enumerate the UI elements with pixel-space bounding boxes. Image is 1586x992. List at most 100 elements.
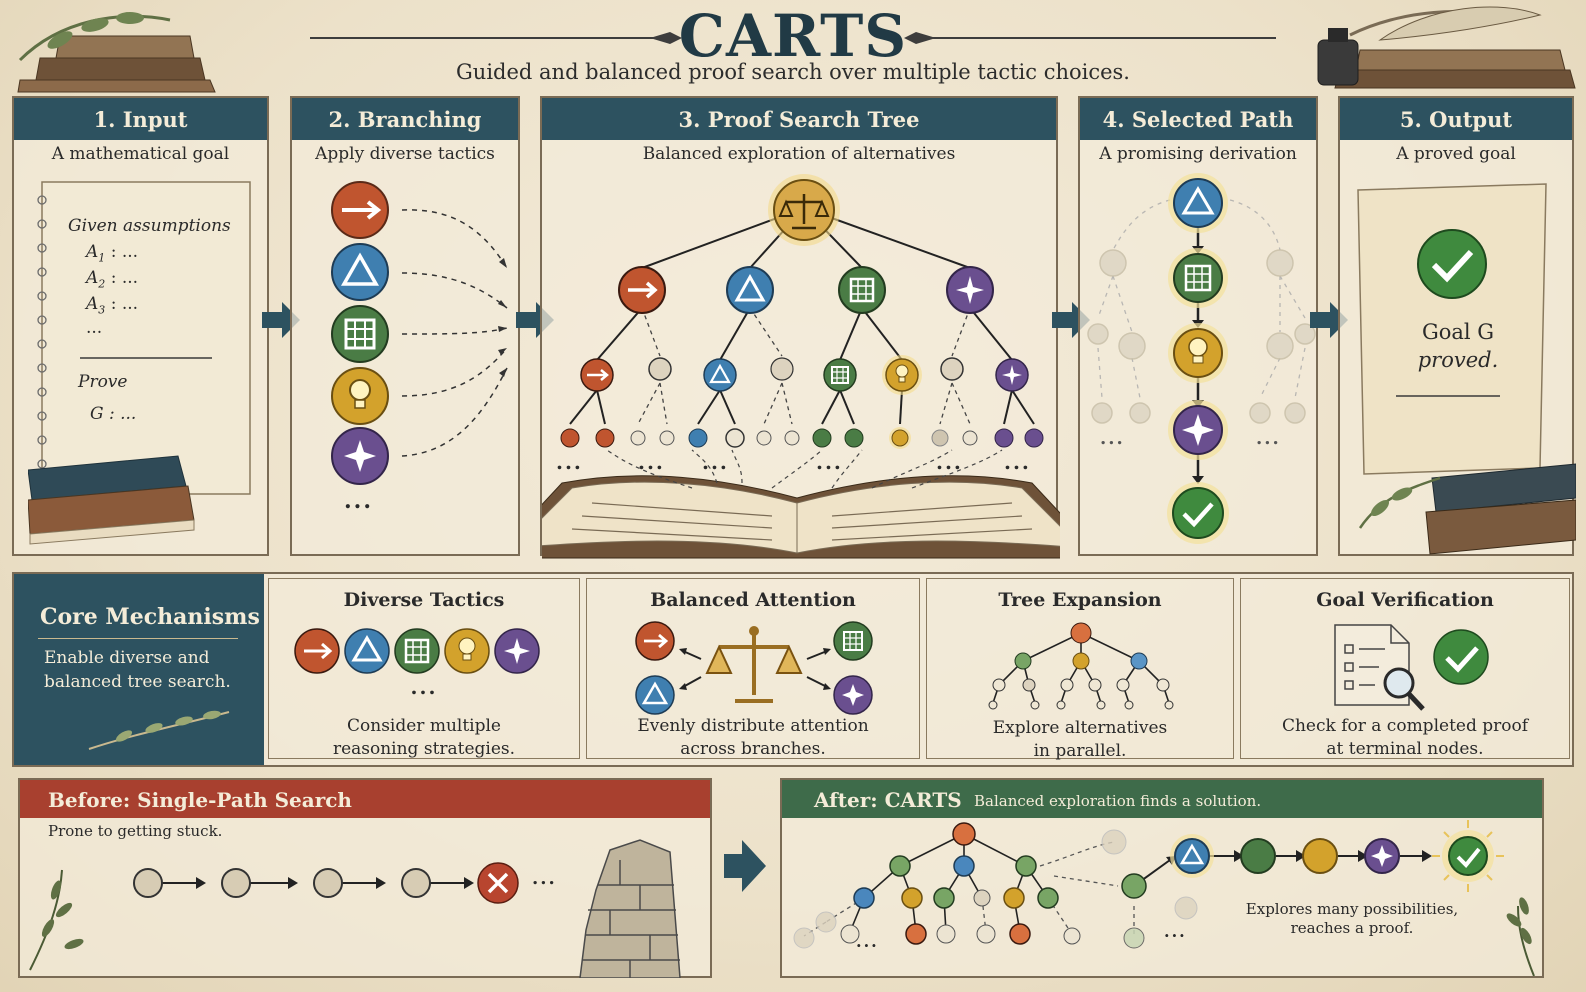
before-ellipsis: ... <box>532 868 557 889</box>
assumption-more: ... <box>86 318 103 338</box>
given-assumptions-label: Given assumptions <box>68 216 231 236</box>
tactic-star-icon <box>833 675 873 715</box>
laurel-decoration <box>29 869 84 971</box>
path-node-triangle <box>1168 173 1228 233</box>
tree-node-arrow <box>618 266 666 314</box>
path-ellipsis-left: ... <box>1100 428 1125 449</box>
open-book-illustration <box>542 475 1060 559</box>
path-state-node <box>313 868 343 898</box>
broken-wall-icon <box>579 839 681 978</box>
prove-label: Prove <box>78 372 128 392</box>
mechanism-tree-expansion: Tree Expansion <box>926 578 1234 761</box>
mechanism-title: Goal Verification <box>1316 589 1494 611</box>
tree-node-l2-arrow <box>580 358 614 392</box>
goal-proved-line1: Goal G <box>1421 320 1495 344</box>
path-state-node <box>221 868 251 898</box>
magnifier-icon <box>1383 667 1425 711</box>
mechanism-title: Tree Expansion <box>998 589 1162 611</box>
tree-ellipsis: ... <box>1004 450 1031 474</box>
tree-node-star <box>946 266 994 314</box>
tactic-star-icon <box>331 427 389 485</box>
mechanism-desc-line2: at terminal nodes. <box>1326 739 1484 759</box>
solution-node-star <box>1364 838 1400 874</box>
assumption-a3-body: : ... <box>110 294 139 314</box>
tactic-grid-icon <box>833 621 873 661</box>
assumption-a3-symbol: A <box>86 294 99 314</box>
stage-input-header: 1. Input <box>14 98 267 140</box>
tactic-arrow-icon <box>331 181 389 239</box>
tactic-star-icon <box>494 628 540 674</box>
mechanism-desc-line2: in parallel. <box>1033 741 1127 761</box>
before-panel: Before: Single-Path Search Prone to gett… <box>18 778 712 978</box>
tree-node-l2-empty <box>770 357 794 381</box>
tree-node-l2-empty <box>940 357 964 381</box>
laurel-branch-icon <box>88 710 230 750</box>
tactic-bulb-icon <box>444 628 490 674</box>
before-header-bar: Before: Single-Path Search <box>20 780 710 818</box>
goal-verification-illustration <box>1334 624 1489 711</box>
inkwell-decoration-right <box>1317 6 1576 89</box>
diverse-tactics-ellipsis: ... <box>410 675 438 699</box>
stage-input-panel: 1. Input A mathematical goal Given assum… <box>12 96 269 556</box>
assumption-a1-subscript: 1 <box>98 251 106 265</box>
goal-proved-line2: proved. <box>1417 348 1499 372</box>
mechanism-desc-line2: reasoning strategies. <box>332 739 516 759</box>
tactic-grid-icon <box>331 305 389 363</box>
diagram-title: CARTS <box>678 2 908 70</box>
tree-leaf-row <box>560 427 1044 449</box>
path-ellipsis-right: ... <box>1256 428 1281 449</box>
mechanism-desc-line2: across branches. <box>680 739 826 759</box>
stage-tree-desc: Balanced exploration of alternatives <box>642 144 956 164</box>
verified-check-icon <box>1433 629 1489 685</box>
assumption-a1-symbol: A <box>86 242 99 262</box>
selected-path-illustration <box>1087 173 1316 544</box>
solution-node-triangle <box>1170 834 1214 878</box>
after-tagline: Balanced exploration finds a solution. <box>974 792 1262 810</box>
tactic-arrow-icon <box>635 621 675 661</box>
stage-branching-header: 2. Branching <box>292 98 518 140</box>
laurel-decoration <box>1506 897 1535 976</box>
books-decoration-left <box>17 12 216 93</box>
core-mechanisms-title: Core Mechanisms <box>40 604 260 630</box>
tree-ellipsis: ... <box>702 450 729 474</box>
stage-input-desc: A mathematical goal <box>51 144 230 164</box>
path-node-check <box>1167 482 1229 544</box>
before-title: Before: Single-Path Search <box>48 788 352 812</box>
stage-output-desc: A proved goal <box>1396 144 1516 164</box>
stage-selected-path-desc: A promising derivation <box>1099 144 1297 164</box>
after-header-bar: After: CARTS Balanced exploration finds … <box>782 780 1542 818</box>
assumption-a2-subscript: 2 <box>98 277 106 291</box>
branching-illustration <box>331 181 508 485</box>
mechanism-goal-verification: Goal Verification <box>1240 578 1570 759</box>
tactic-triangle-icon <box>331 243 389 301</box>
failure-x-icon <box>477 862 519 904</box>
more-tactics-ellipsis: ... <box>344 488 373 514</box>
path-state-node <box>401 868 431 898</box>
assumption-a2-symbol: A <box>86 268 99 288</box>
stage-branching-desc: Apply diverse tactics <box>315 144 495 164</box>
solution-node-green <box>1240 838 1276 874</box>
tree-ellipsis: ... <box>556 450 583 474</box>
title-rules <box>310 32 1276 44</box>
before-after-arrow <box>724 840 766 892</box>
tactic-arrow-icon <box>294 628 340 674</box>
carts-search-illustration <box>793 820 1535 976</box>
after-panel: After: CARTS Balanced exploration finds … <box>780 778 1544 978</box>
assumption-a1-body: : ... <box>110 242 139 262</box>
tactic-triangle-icon <box>344 628 390 674</box>
stage-selected-path-header: 4. Selected Path <box>1080 98 1316 140</box>
assumption-a2-body: : ... <box>110 268 139 288</box>
tactic-bulb-icon <box>331 367 389 425</box>
diverse-tactics-icons <box>294 628 540 674</box>
after-note-line1: Explores many possibilities, <box>1245 900 1459 918</box>
solution-node-yellow <box>1302 838 1338 874</box>
mechanism-desc-line1: Consider multiple <box>347 716 501 736</box>
proof-search-tree <box>542 174 1060 559</box>
tree-ellipsis: ... <box>936 450 963 474</box>
mechanism-title: Balanced Attention <box>650 589 856 611</box>
mechanism-desc-line1: Check for a completed proof <box>1281 716 1529 736</box>
stage-branching-panel: 2. Branching Apply diverse tactics <box>290 96 520 556</box>
after-note-line2: reaches a proof. <box>1290 919 1414 937</box>
diagram-subtitle: Guided and balanced proof search over mu… <box>456 60 1130 84</box>
mechanism-balanced-attention: Balanced Attention Evenly distribute att… <box>586 578 920 759</box>
